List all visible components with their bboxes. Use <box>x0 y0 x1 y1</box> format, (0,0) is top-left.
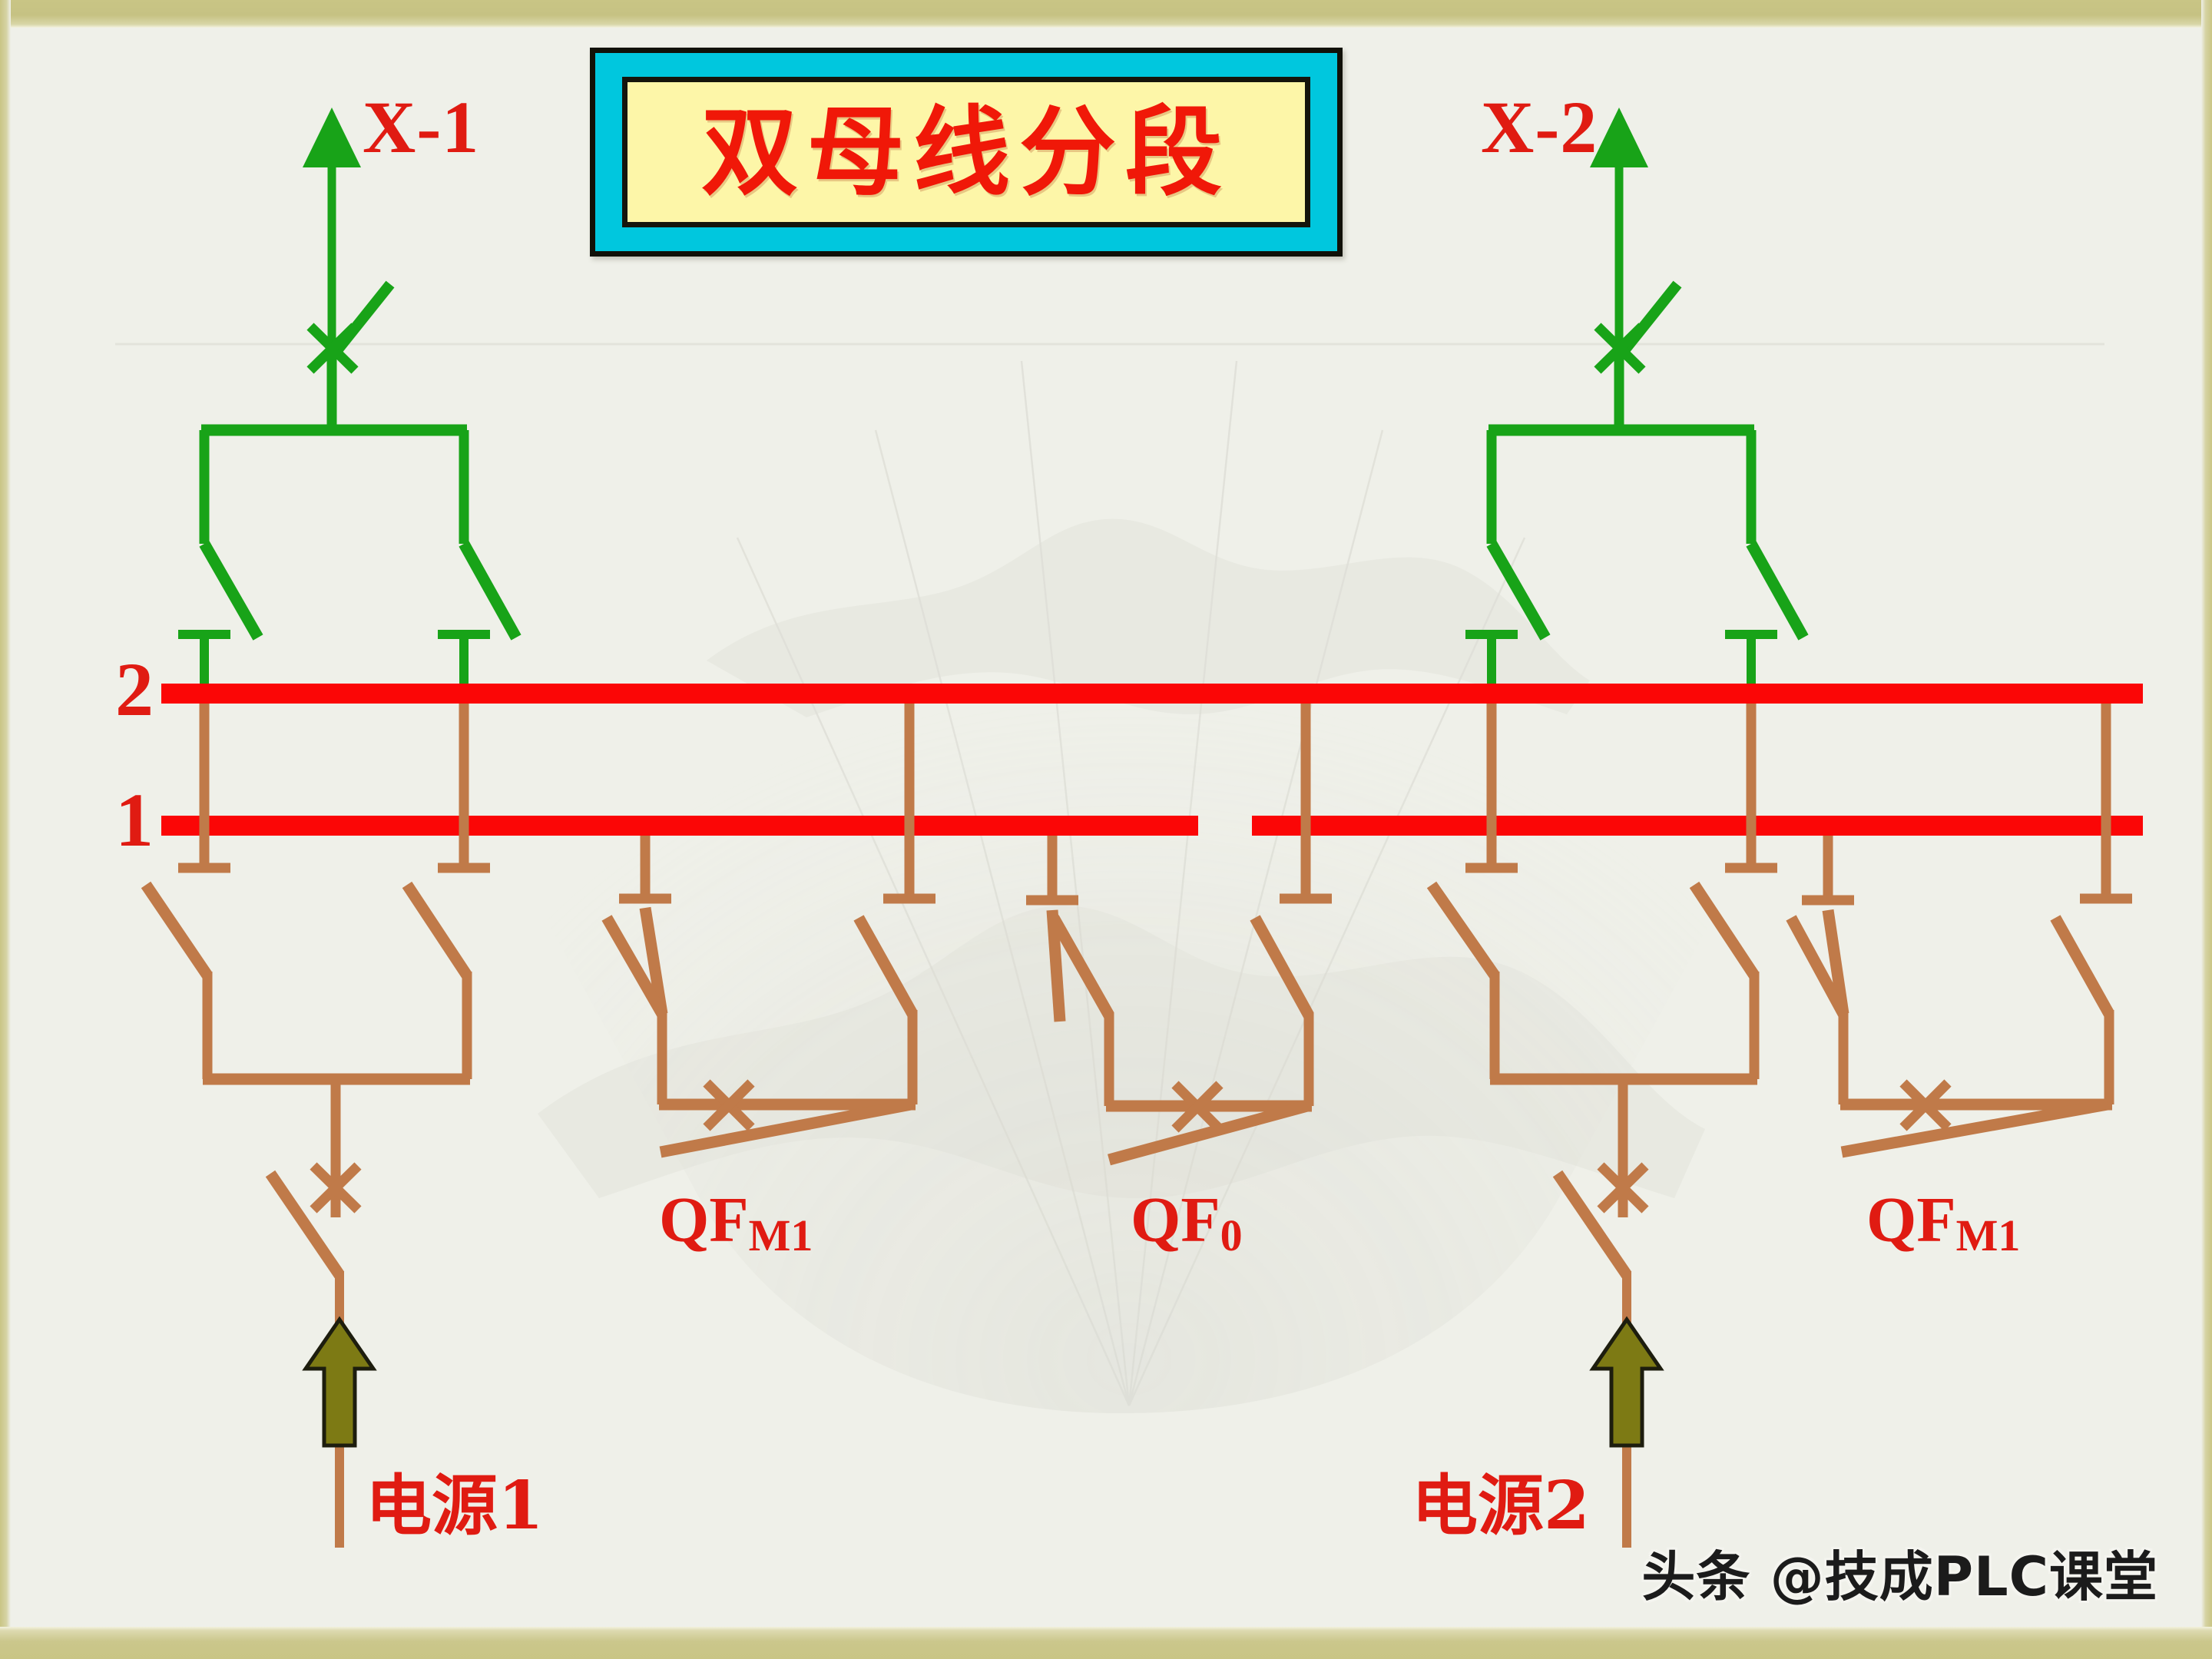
src2-disc-lower <box>1552 1170 1632 1279</box>
feeder-bay-840[interactable] <box>619 836 671 1015</box>
src1-disc-lower <box>265 1170 345 1279</box>
source-1-bay[interactable] <box>141 704 490 1548</box>
qfm1l-disc-left <box>601 915 667 1017</box>
breaker-label-qfm1-left: QFM1 <box>659 1183 813 1260</box>
feeder-label-x1: X-1 <box>363 86 480 168</box>
bottom-decorative-band <box>0 1627 2212 1659</box>
busbar-1-left <box>161 816 1198 836</box>
src1-disc-right <box>402 881 472 979</box>
breaker-label-qfm1-right: QFM1 <box>1866 1183 2021 1260</box>
source-2-bay[interactable] <box>1426 704 1777 1548</box>
qf-base: QF <box>1131 1184 1220 1256</box>
src1-disc-left <box>141 881 213 979</box>
busbar-1-right <box>1252 816 2143 836</box>
feeder-x2-disc-bus2 <box>1486 541 1551 641</box>
busbars <box>161 684 2143 836</box>
watermark-text: 头条 @技成PLC课堂 <box>1641 1545 2158 1608</box>
qfm1l-breaker-icon <box>703 1079 755 1131</box>
qf-subscript: M1 <box>748 1210 813 1260</box>
feeder-x1-disc-bus1 <box>459 541 522 641</box>
top-decorative-band <box>0 0 2212 28</box>
src2-disc-left <box>1426 881 1500 979</box>
outgoing-feeder-x1[interactable] <box>199 108 522 816</box>
feeder-x2-arrow-icon <box>1590 108 1648 167</box>
bus-section-qf0[interactable] <box>1048 704 1332 1166</box>
qfm1r-disc-open <box>1840 1098 2109 1158</box>
title-inner-frame: 双母线分段 <box>622 77 1310 227</box>
qf-subscript: 0 <box>1220 1210 1243 1260</box>
src1-breaker-icon <box>310 1162 362 1214</box>
qfm1r-disc-right <box>2050 915 2114 1017</box>
page-title: 双母线分段 <box>701 95 1231 209</box>
qf-subscript: M1 <box>1955 1210 2021 1260</box>
bay2380-disc <box>1822 909 1849 1015</box>
left-decorative-band <box>0 0 11 1659</box>
bus-label-1: 1 <box>115 777 154 863</box>
bus-coupler-qfm1-left[interactable] <box>601 704 935 1158</box>
right-decorative-band <box>2201 0 2212 1659</box>
qf0-disc-open <box>1108 1100 1309 1166</box>
equipment-brown <box>141 704 2132 1548</box>
source-2-arrow-icon <box>1589 1316 1664 1448</box>
feeder-bay-2380[interactable] <box>1802 836 1854 1015</box>
qf0-disc-left <box>1048 915 1114 1018</box>
background-fan-decoration <box>115 330 2104 1413</box>
feeder-x2-breaker-icon <box>1594 323 1646 374</box>
src2-breaker-icon <box>1597 1162 1649 1214</box>
qfm1l-disc-open <box>659 1098 912 1158</box>
feeder-x2-disc-bus1 <box>1746 541 1809 641</box>
title-box: 双母线分段 <box>590 48 1343 257</box>
source-label-2: 电源2 <box>1412 1467 1590 1545</box>
qfm1r-disc-left <box>1786 915 1849 1017</box>
busbar-2 <box>161 684 2143 704</box>
qf0-disc-right <box>1250 915 1314 1018</box>
qfm1r-breaker-icon <box>1899 1079 1952 1131</box>
bus-label-2: 2 <box>115 647 154 732</box>
source-label-1: 电源1 <box>366 1467 544 1545</box>
feeder-label-x2: X-2 <box>1481 86 1598 168</box>
feeder-x1-arrow-icon <box>303 108 361 167</box>
src2-disc-right <box>1689 881 1760 979</box>
bus-coupler-qfm1-right[interactable] <box>1786 704 2132 1158</box>
source-1-arrow-icon <box>302 1316 377 1448</box>
feeder-x1-breaker-icon <box>306 323 359 374</box>
qf-base: QF <box>1866 1184 1956 1256</box>
qf0-breaker-icon <box>1171 1081 1224 1133</box>
bay840-disc <box>639 906 668 1015</box>
feeder-x1-disc-bus2 <box>199 541 263 641</box>
qf-base: QF <box>659 1184 749 1256</box>
qfm1l-disc-right <box>853 915 918 1017</box>
breaker-label-qf0: QF0 <box>1131 1183 1243 1260</box>
